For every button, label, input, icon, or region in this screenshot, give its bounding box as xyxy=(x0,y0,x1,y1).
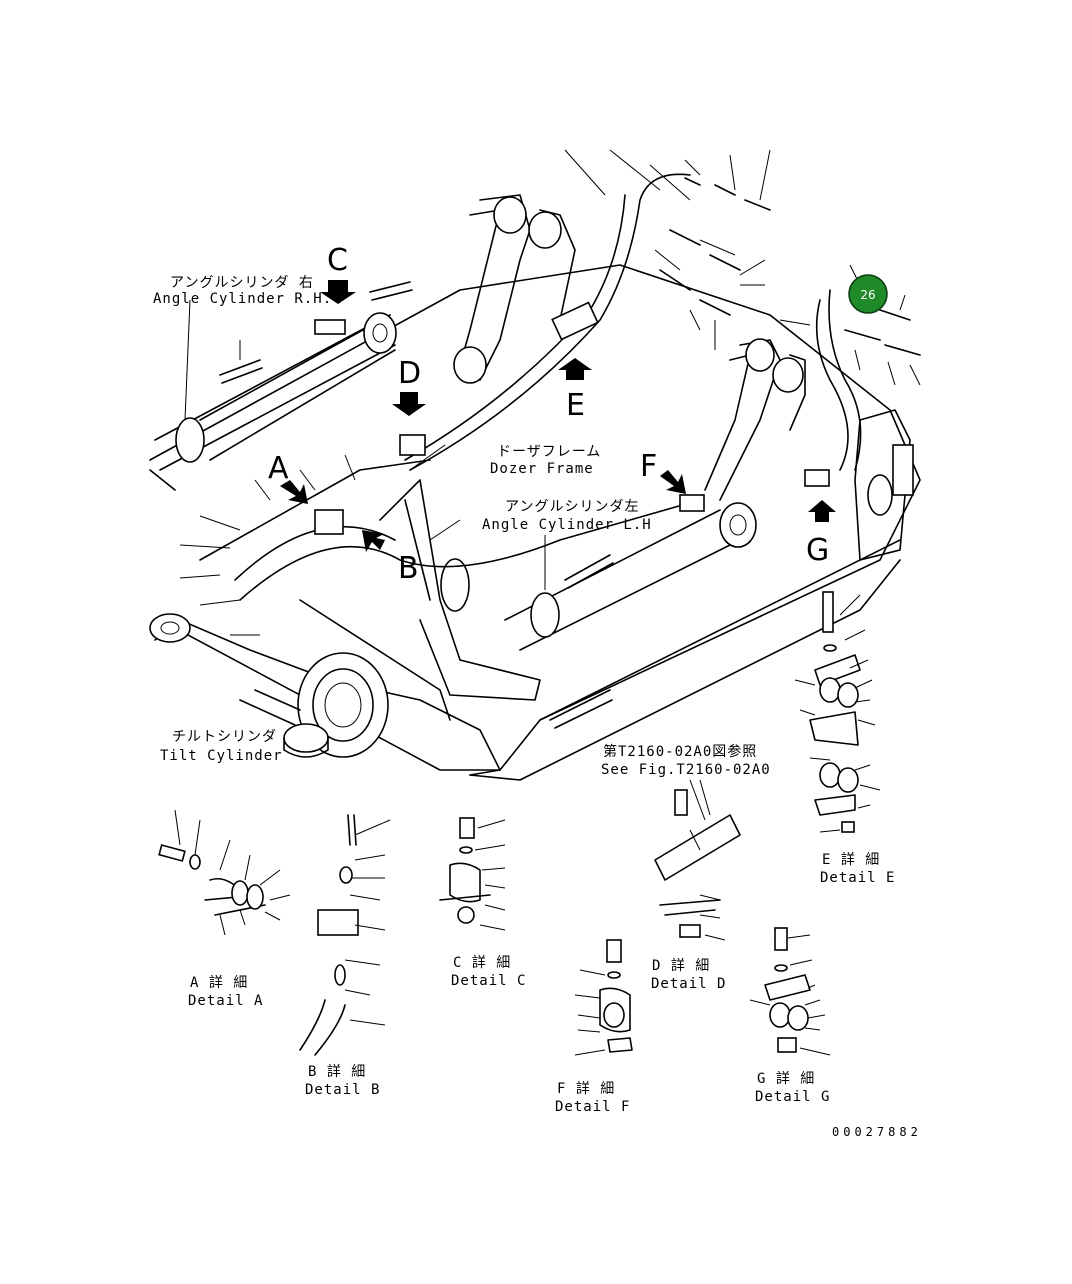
detail-g-en: Detail G xyxy=(755,1089,830,1105)
detail-g-jp: G 詳 細 xyxy=(757,1071,815,1087)
angle-cylinder-rh-jp: アングルシリンダ 右 xyxy=(170,275,314,291)
detail-b-jp: B 詳 細 xyxy=(308,1064,366,1080)
detail-a-drawing xyxy=(158,809,291,936)
dozer-frame-en: Dozer Frame xyxy=(490,461,594,477)
dozer-frame-drawing xyxy=(149,149,921,781)
view-letter-a: A xyxy=(268,451,289,486)
view-letter-b: B xyxy=(398,551,419,586)
view-letter-e: E xyxy=(566,388,585,423)
view-letter-f: F xyxy=(640,449,657,484)
detail-a-en: Detail A xyxy=(188,993,263,1009)
view-letter-labels: C D E A B F G xyxy=(268,243,829,586)
detail-captions: A 詳 細 Detail A B 詳 細 Detail B C 詳 細 Deta… xyxy=(188,852,895,1115)
detail-b-en: Detail B xyxy=(305,1082,380,1098)
part-labels: アングルシリンダ 右 Angle Cylinder R.H. ドーザフレーム D… xyxy=(153,275,771,821)
detail-d-en: Detail D xyxy=(651,976,726,992)
detail-e-jp: E 詳 細 xyxy=(822,852,880,868)
detail-e-en: Detail E xyxy=(820,870,895,886)
view-letter-d: D xyxy=(398,356,421,391)
angle-cylinder-lh-jp: アングルシリンダ左 xyxy=(505,499,639,515)
detail-c-drawing xyxy=(439,817,506,931)
view-arrows xyxy=(280,280,836,552)
callout-26[interactable]: 26 xyxy=(848,274,888,314)
detail-g-drawing xyxy=(749,927,831,1056)
detail-f-en: Detail F xyxy=(555,1099,630,1115)
detail-d-jp: D 詳 細 xyxy=(652,958,710,974)
angle-cylinder-lh-en: Angle Cylinder L.H xyxy=(482,517,652,533)
angle-cylinder-rh-en: Angle Cylinder R.H. xyxy=(153,291,332,307)
dozer-frame-jp: ドーザフレーム xyxy=(497,444,601,460)
detail-f-jp: F 詳 細 xyxy=(557,1081,615,1097)
tilt-cylinder-jp: チルトシリンダ xyxy=(172,729,277,745)
detail-e-drawing xyxy=(794,591,881,833)
detail-d-drawing xyxy=(654,779,741,941)
see-fig-jp: 第T2160-02A0図参照 xyxy=(603,743,757,760)
tilt-cylinder-en: Tilt Cylinder xyxy=(160,748,283,764)
view-letter-c: C xyxy=(327,243,348,278)
detail-b-drawing xyxy=(299,814,391,1056)
detail-a-jp: A 詳 細 xyxy=(190,975,248,991)
view-letter-g: G xyxy=(806,533,829,568)
figure-number: 00027882 xyxy=(832,1125,922,1139)
detail-c-en: Detail C xyxy=(451,973,526,989)
see-fig-en: See Fig.T2160-02A0 xyxy=(601,762,771,778)
detail-c-jp: C 詳 細 xyxy=(453,955,511,971)
callout-number: 26 xyxy=(860,288,875,302)
detail-f-drawing xyxy=(574,939,633,1056)
